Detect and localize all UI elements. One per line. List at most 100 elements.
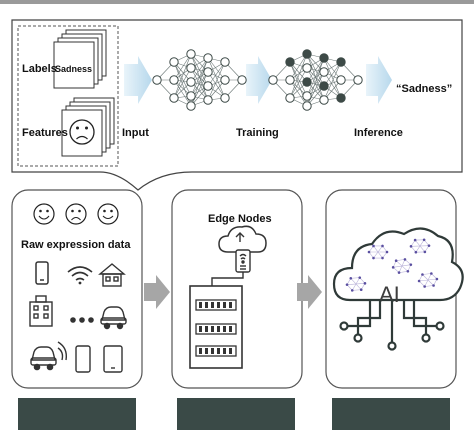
network-node [285, 75, 295, 85]
server-slot [223, 302, 226, 308]
ai-net-node [381, 256, 384, 260]
ai-net-node [367, 250, 371, 254]
ai-net-node [430, 272, 433, 275]
neural-network-input [152, 49, 247, 111]
ai-net-node [358, 276, 362, 279]
labels-text: Labels [22, 63, 57, 75]
network-node [319, 53, 329, 63]
edge-connector [211, 272, 244, 286]
network-node [237, 75, 247, 85]
server-slot [223, 348, 226, 354]
ai-net-node [381, 244, 384, 248]
ai-net-edge [424, 273, 432, 287]
network-edge [207, 57, 226, 99]
server-slot [205, 302, 208, 308]
network-node [319, 81, 329, 91]
top-panel-frame [11, 19, 463, 191]
ai-net-node [427, 244, 431, 247]
ai-net-node [409, 263, 413, 266]
network-node [220, 93, 230, 103]
network-node [336, 57, 346, 67]
network-node [186, 91, 196, 101]
ai-net-node [423, 250, 427, 254]
sadness-tag: Sadness [55, 64, 92, 74]
network-edge [289, 53, 308, 99]
server-slot [223, 326, 226, 332]
network-node [203, 81, 213, 91]
ai-net-edge [398, 271, 408, 273]
network-node [169, 75, 179, 85]
sad-face-icon [69, 119, 95, 145]
ai-net-edge [350, 278, 362, 290]
server-slot [217, 348, 220, 354]
phone-icon [75, 345, 91, 373]
network-node [285, 57, 295, 67]
ai-net-edge [410, 245, 430, 247]
ai-net-node [409, 245, 413, 248]
footer-bar-2 [177, 398, 295, 430]
server-slot [229, 302, 232, 308]
cloud-icon [218, 225, 267, 253]
network-edge [190, 57, 209, 97]
network-edge [289, 67, 308, 99]
neural-network-training [268, 49, 363, 111]
car-icon [100, 306, 127, 330]
ai-net-node [435, 277, 439, 281]
building-icon [29, 295, 53, 327]
blue-arrow-training [246, 56, 272, 104]
ai-net-node [372, 244, 375, 248]
ai-net-edge [431, 273, 438, 280]
tablet-icon [103, 345, 123, 373]
network-edge [190, 71, 209, 107]
signal-icon [57, 341, 68, 361]
smiley-face-icon [97, 203, 119, 225]
raw-data-panel [11, 189, 143, 389]
ai-text: AI [379, 282, 400, 307]
ai-net-node [422, 238, 426, 242]
network-node [186, 77, 196, 87]
network-edge [323, 61, 342, 87]
brain-cloud-icon [332, 227, 464, 302]
gray-arrow-2 [297, 275, 322, 309]
ai-net-node [403, 258, 407, 261]
network-node [302, 77, 312, 87]
server-slot [217, 302, 220, 308]
network-node [186, 49, 196, 59]
features-text: Features [22, 127, 68, 139]
sad-face-icon [65, 203, 87, 225]
ai-net-edge [418, 280, 425, 287]
house-icon [98, 263, 126, 287]
ai-net-node [397, 271, 401, 274]
ai-net-node [406, 269, 410, 273]
network-node [220, 75, 230, 85]
network-edge [306, 71, 325, 107]
network-node [336, 93, 346, 103]
ai-net-node [423, 285, 426, 288]
dataset-box [17, 25, 119, 167]
network-node [302, 49, 312, 59]
network-edge [289, 61, 308, 97]
network-node [302, 91, 312, 101]
network-edge [173, 79, 192, 107]
ai-net-node [421, 273, 424, 276]
label-cards [53, 29, 107, 89]
car-icon [30, 346, 57, 371]
network-edge [323, 71, 342, 99]
raw-data-title: Raw expression data [21, 239, 131, 251]
server-slot [217, 326, 220, 332]
network-edge [207, 61, 226, 87]
ai-net-node [391, 266, 395, 269]
ai-net-edge [396, 259, 406, 261]
network-edge [173, 53, 192, 81]
network-edge [306, 57, 325, 83]
wifi-icon [67, 266, 93, 285]
network-node [268, 75, 278, 85]
ai-net-edge [352, 289, 362, 291]
edge-router-icon [235, 232, 251, 273]
network-edge [207, 61, 226, 101]
server-slot [229, 348, 232, 354]
server-slot [211, 326, 214, 332]
blue-arrow-input [124, 56, 152, 104]
dots-icon [70, 317, 94, 323]
network-node [285, 93, 295, 103]
